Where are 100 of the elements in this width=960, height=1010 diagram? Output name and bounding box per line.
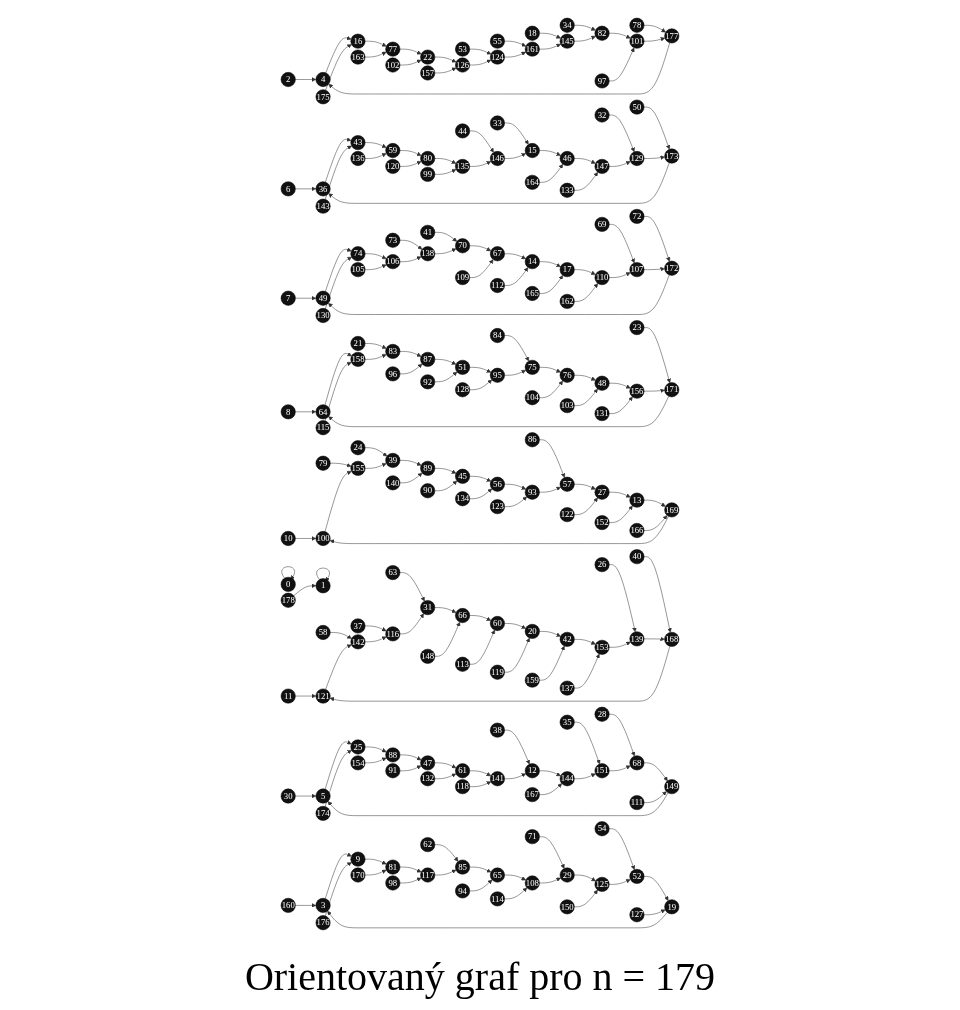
node-circle: 66 (455, 607, 470, 623)
node-circle: 17 (559, 261, 575, 277)
node-circle: 46 (559, 150, 575, 166)
node-circle: 139 (629, 630, 645, 646)
node-circle: 28 (594, 706, 610, 722)
node-circle: 83 (385, 343, 401, 359)
node-circle: 67 (490, 245, 505, 261)
node-circle: 84 (490, 327, 505, 343)
node-circle: 122 (559, 506, 575, 522)
node-circle: 26 (594, 556, 610, 572)
node-circle: 176 (315, 914, 331, 930)
node-circle: 125 (594, 876, 610, 892)
node-circle: 80 (420, 150, 436, 166)
node-circle: 62 (420, 836, 436, 852)
node-circle: 60 (490, 615, 505, 631)
node-circle: 61 (455, 762, 470, 778)
node-circle: 133 (559, 182, 575, 198)
node-circle: 105 (350, 261, 366, 277)
node-circle: 173 (664, 148, 680, 163)
node-circle: 106 (385, 253, 401, 269)
node-circle: 39 (385, 452, 401, 468)
node-circle: 29 (559, 867, 575, 882)
node-circle: 20 (524, 623, 540, 639)
node-circle: 132 (420, 770, 436, 786)
node-circle: 177 (664, 28, 680, 43)
node-circle: 54 (594, 820, 610, 836)
node-circle: 124 (490, 49, 505, 64)
node-circle: 4 (315, 71, 331, 87)
node-circle: 103 (559, 397, 575, 413)
node-circle: 79 (315, 455, 331, 471)
node-circle: 68 (629, 754, 645, 770)
node-circle: 52 (629, 868, 645, 884)
node-circle: 47 (420, 754, 436, 770)
node-circle: 72 (629, 208, 645, 224)
node-circle: 104 (524, 389, 540, 405)
node-circle: 145 (559, 33, 575, 49)
node-circle: 153 (594, 639, 610, 655)
node-circle: 98 (385, 875, 401, 890)
node-circle: 18 (524, 25, 540, 41)
node-circle: 149 (664, 778, 680, 794)
node-circle: 169 (664, 501, 680, 517)
node-circle: 87 (420, 351, 436, 367)
node-circle: 167 (524, 786, 540, 802)
node-circle: 118 (455, 778, 470, 794)
node-circle: 35 (559, 714, 575, 730)
node-circle: 142 (350, 633, 366, 649)
node-circle: 44 (455, 123, 470, 138)
node-circle: 32 (594, 107, 610, 122)
node-circle: 58 (315, 624, 331, 640)
node-circle: 172 (664, 260, 680, 276)
node-circle: 22 (420, 49, 436, 64)
node-circle: 40 (629, 548, 645, 564)
node-circle: 38 (490, 722, 505, 738)
node-circle: 175 (315, 88, 331, 104)
node-circle: 57 (559, 476, 575, 492)
node-circle: 171 (664, 381, 680, 397)
node-circle: 6 (280, 180, 296, 196)
node-circle: 73 (385, 232, 401, 248)
node-circle: 131 (594, 405, 610, 421)
node-circle: 11 (280, 688, 296, 703)
node-circle: 42 (559, 631, 575, 647)
node-circle: 30 (280, 788, 296, 803)
node-circle: 134 (455, 490, 470, 506)
node-circle: 69 (594, 216, 610, 232)
node-circle: 14 (524, 253, 540, 269)
node-circle: 159 (524, 672, 540, 688)
node-circle: 135 (455, 158, 470, 174)
node-circle: 96 (385, 365, 401, 381)
node-circle: 1 (315, 577, 331, 593)
node-circle: 95 (490, 367, 505, 383)
node-circle: 137 (559, 680, 575, 696)
node-circle: 64 (315, 403, 331, 419)
caption: Orientovaný graf pro n = 179 (244, 953, 716, 1001)
node-circle: 116 (385, 625, 401, 641)
node-circle: 55 (490, 33, 505, 49)
node-circle: 90 (420, 482, 436, 498)
node-circle: 92 (420, 373, 436, 389)
node-circle: 100 (315, 530, 331, 546)
node-circle: 140 (385, 474, 401, 490)
node-circle: 148 (420, 648, 436, 664)
node-circle: 163 (350, 49, 366, 64)
node-circle: 89 (420, 460, 436, 476)
node-circle: 174 (315, 805, 331, 821)
node-circle: 146 (490, 150, 505, 166)
node-circle: 71 (524, 828, 540, 844)
node-circle: 7 (280, 290, 296, 306)
node-circle: 27 (594, 484, 610, 500)
node-circle: 37 (350, 618, 366, 633)
node-circle: 113 (455, 656, 470, 672)
node-circle: 126 (455, 57, 470, 72)
node-circle: 59 (385, 142, 401, 158)
node-circle: 151 (594, 762, 610, 778)
node-circle: 136 (350, 150, 366, 166)
node-circle: 157 (420, 65, 436, 80)
node-circle: 155 (350, 460, 366, 476)
node-circle: 97 (594, 73, 610, 88)
node-circle: 115 (315, 419, 331, 435)
node-circle: 0 (280, 576, 296, 592)
node-circle: 63 (385, 564, 401, 580)
node-circle: 33 (490, 115, 505, 130)
